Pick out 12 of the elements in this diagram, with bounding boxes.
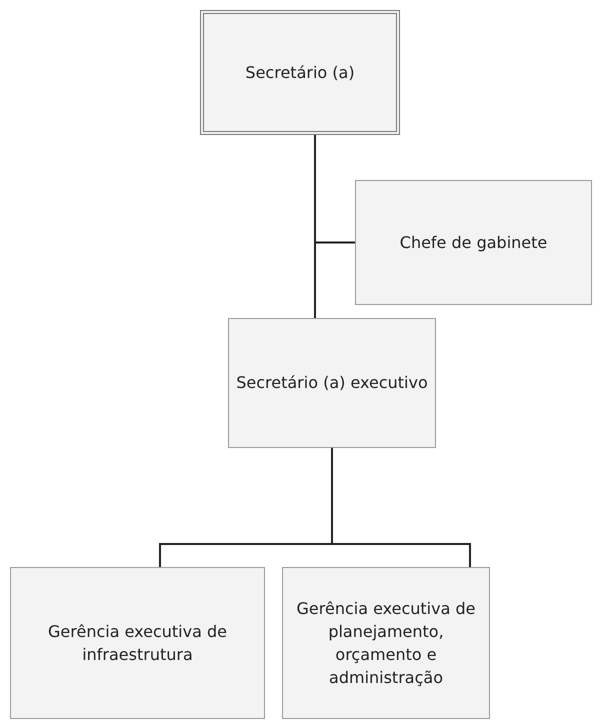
- box-label: Gerência executiva de planejamento, orçamento e administração: [296, 598, 476, 690]
- connector-line: [331, 448, 471, 567]
- box-label: Secretário (a) executivo: [236, 372, 428, 394]
- box-label: Chefe de gabinete: [400, 232, 548, 254]
- box-label: Secretário (a): [245, 62, 355, 84]
- org-box: [200, 10, 400, 135]
- org-box: [282, 567, 490, 719]
- box-label: Gerência executiva de infraestrutura: [47, 620, 228, 666]
- org-box: [228, 318, 436, 448]
- connector-line: [314, 135, 355, 244]
- org-box: [355, 180, 592, 305]
- org-box: [10, 567, 265, 719]
